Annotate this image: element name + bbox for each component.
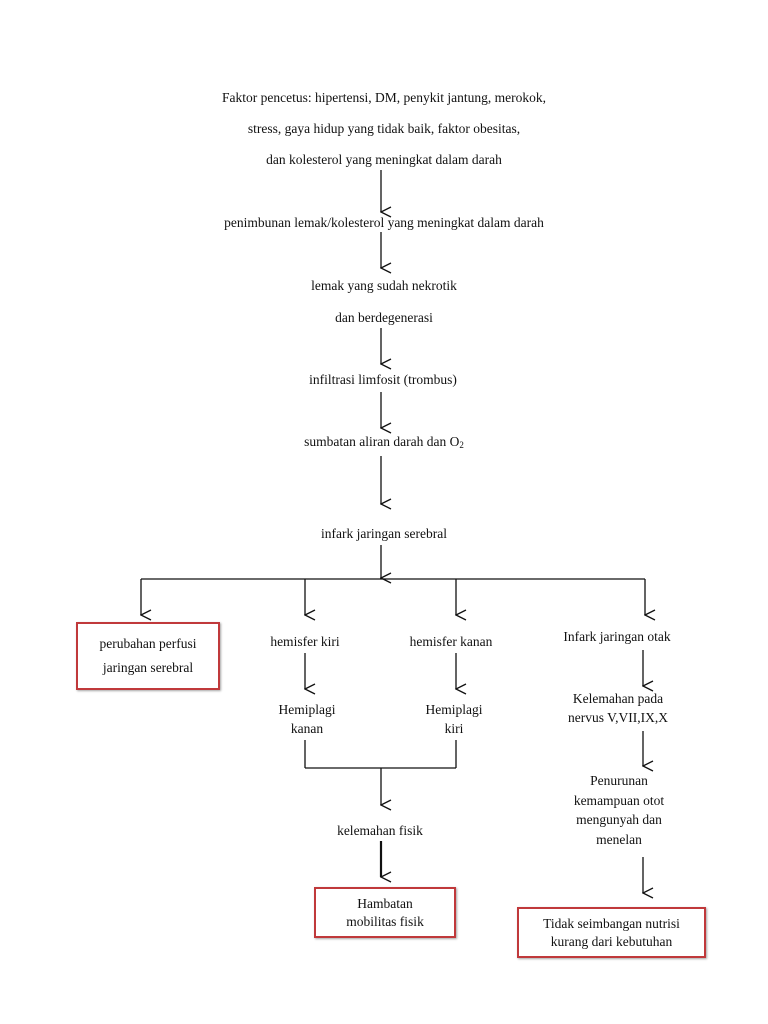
node-infiltration: infiltrasi limfosit (trombus) bbox=[309, 372, 457, 387]
node-chewing-line4: menelan bbox=[596, 832, 642, 847]
node-nutrition-line2: kurang dari kebutuhan bbox=[550, 933, 673, 949]
node-trigger-line2: stress, gaya hidup yang tidak baik, fakt… bbox=[247, 121, 521, 136]
node-necrotic-line1: lemak yang sudah nekrotik bbox=[311, 278, 457, 293]
node-buildup: penimbunan lemak/kolesterol yang meningk… bbox=[224, 215, 544, 230]
node-necrotic-line2: dan berdegenerasi bbox=[335, 310, 433, 325]
node-infarct: infark jaringan serebral bbox=[321, 526, 447, 541]
node-hemi-right-line1: Hemiplagi bbox=[278, 702, 336, 717]
node-nerve-weakness-line2: nervus V,VII,IX,X bbox=[568, 710, 668, 725]
node-mobility-line2: mobilitas fisik bbox=[346, 913, 424, 929]
node-brain-infarct: Infark jaringan otak bbox=[563, 629, 671, 644]
node-blockage: sumbatan aliran darah dan O2 bbox=[304, 434, 464, 453]
node-physical-weakness: kelemahan fisik bbox=[337, 823, 423, 838]
node-nutrition-box: Tidak seimbangan nutrisi kurang dari keb… bbox=[517, 907, 706, 958]
node-chewing-line1: Penurunan bbox=[590, 773, 648, 788]
node-trigger-line3: dan kolesterol yang meningkat dalam dara… bbox=[266, 152, 502, 167]
node-trigger-line1: Faktor pencetus: hipertensi, DM, penykit… bbox=[222, 90, 546, 105]
node-left-hemisphere: hemisfer kiri bbox=[270, 634, 340, 649]
node-perfusion-box: perubahan perfusi jaringan serebral bbox=[76, 622, 220, 690]
node-blockage-subscript: 2 bbox=[459, 440, 464, 450]
node-mobility-box: Hambatan mobilitas fisik bbox=[314, 887, 456, 938]
node-perfusion-line2: jaringan serebral bbox=[102, 660, 194, 675]
node-chewing-line2: kemampuan otot bbox=[573, 793, 665, 808]
node-nerve-weakness-line1: Kelemahan pada bbox=[572, 691, 664, 706]
node-mobility-line1: Hambatan bbox=[357, 895, 413, 911]
node-hemi-right-line2: kanan bbox=[290, 721, 324, 736]
node-perfusion-line1: perubahan perfusi bbox=[99, 636, 197, 651]
node-hemi-left-line1: Hemiplagi bbox=[425, 702, 483, 717]
node-chewing-line3: mengunyah dan bbox=[576, 812, 662, 827]
node-hemi-left-line2: kiri bbox=[444, 721, 464, 736]
node-blockage-text: sumbatan aliran darah dan O bbox=[304, 434, 460, 449]
node-nutrition-line1: Tidak seimbangan nutrisi bbox=[543, 915, 680, 931]
node-right-hemisphere: hemisfer kanan bbox=[409, 634, 493, 649]
